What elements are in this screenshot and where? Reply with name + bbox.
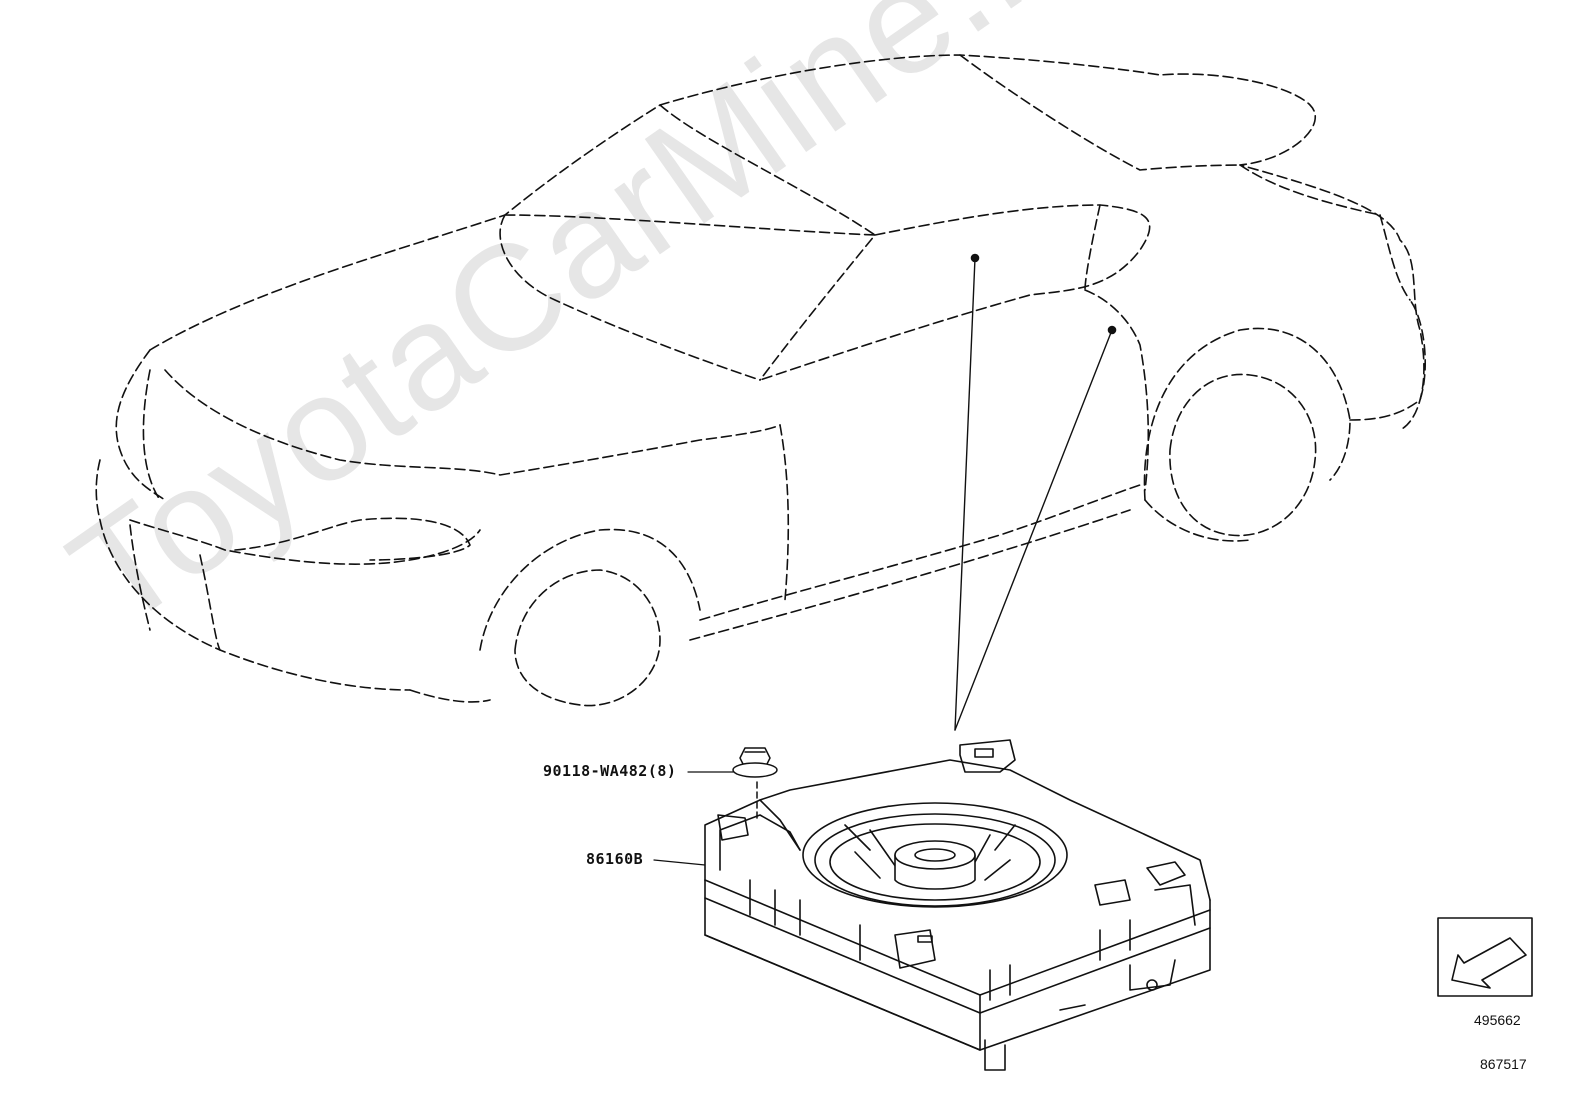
unit-part-number: 86160B [586,850,644,868]
car-outline [95,54,1426,707]
view-code: 495662 [1474,1012,1521,1028]
diagram-code: 867517 [1480,1056,1527,1072]
view-direction-box [1437,917,1533,997]
arrow-down-left-icon [1451,937,1527,989]
leader-lines [954,257,1113,731]
unit-leader [653,859,706,866]
bolt-part [732,747,778,821]
bolt-part-number: 90118-WA482(8) [543,762,677,780]
locator-dot-1 [970,253,980,263]
locator-dot-2 [1107,325,1117,335]
subwoofer-unit [704,739,1211,1071]
